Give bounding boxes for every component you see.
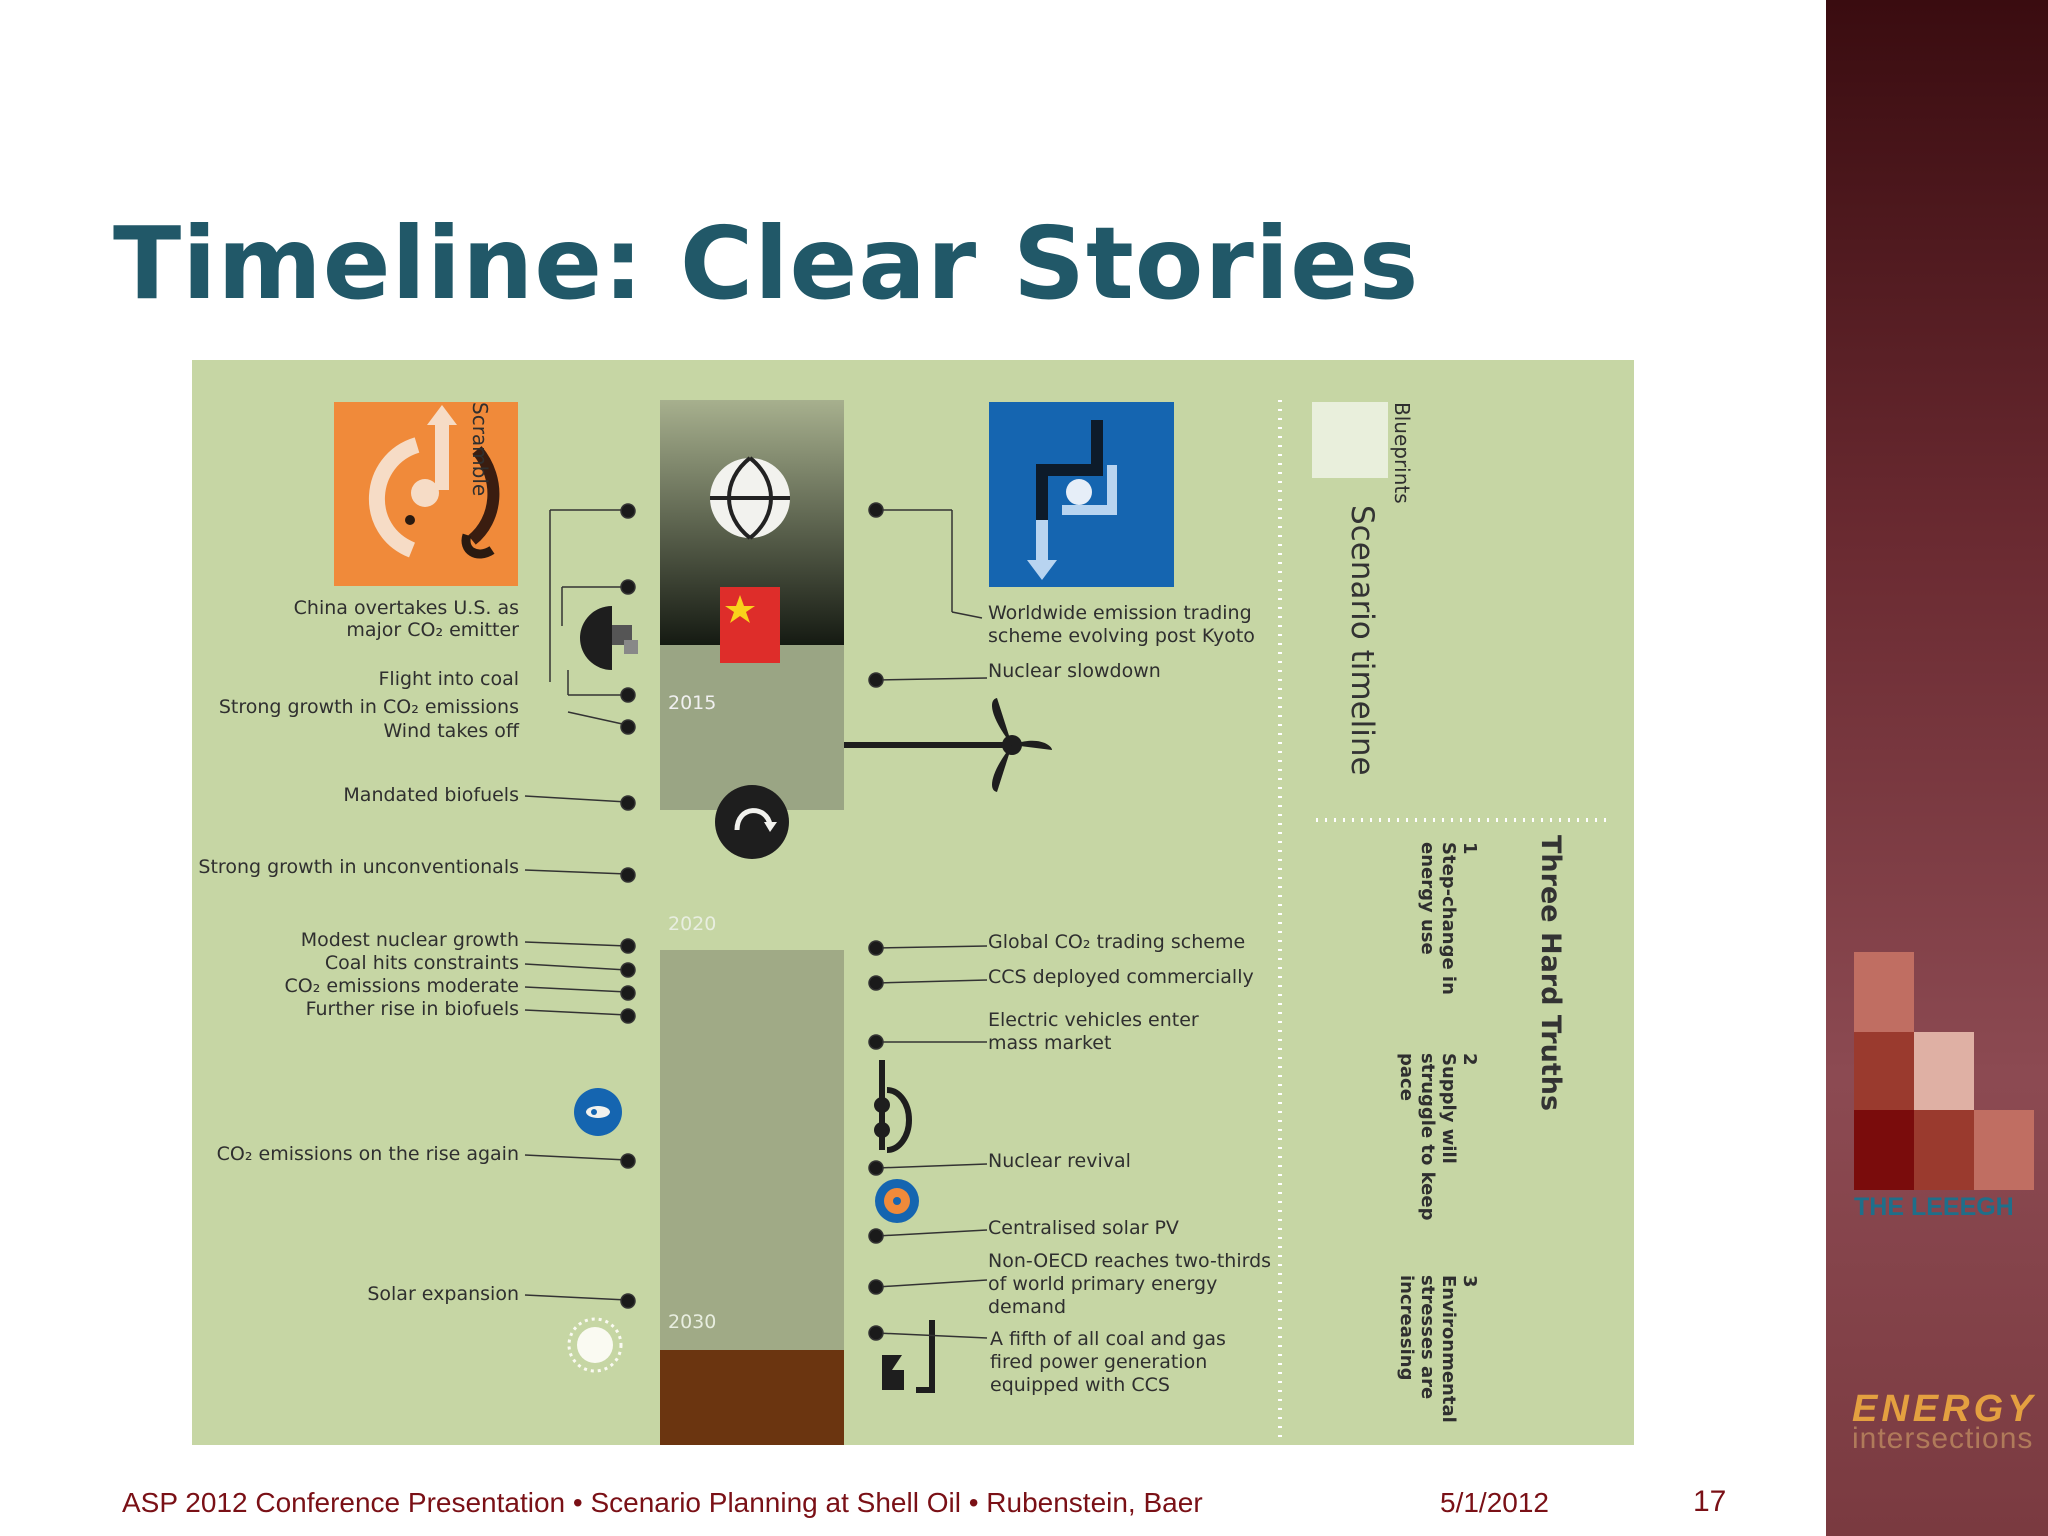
blueprints-connectors [868,502,988,1341]
hard-truth-item: 1 Step-change in energy use [1417,842,1480,995]
timeline-bar [660,400,844,1445]
brand-logo-text: THE LEEEGH [1854,1193,2014,1221]
wind-turbine-icon [844,698,1052,792]
china-flag-icon [720,587,780,663]
logo-square [1914,1032,1974,1112]
scramble-event: CO₂ emissions on the rise again [216,1143,519,1165]
sidebar-decoration [1826,0,2048,1536]
blueprints-event: Centralised solar PV [988,1217,1179,1239]
scramble-event: Strong growth in unconventionals [198,856,519,878]
logo-square [1854,1110,1914,1190]
blueprints-event: Electric vehicles enter [988,1009,1199,1031]
hard-truth-item: 3 Environmental stresses are increasing [1396,1275,1480,1423]
sun-icon [567,1317,623,1373]
biofuel-icon [715,785,789,859]
blueprints-icon [989,402,1174,587]
logo-square [1854,952,1914,1032]
scramble-event: Mandated biofuels [343,784,519,806]
blueprints-event: fired power generation [990,1351,1208,1373]
map-icon [1312,402,1388,478]
scenario-timeline-title: Scenario timeline [1344,505,1380,776]
nuclear-icon [875,1179,919,1223]
scramble-event: Coal hits constraints [324,952,519,974]
year-label: 2030 [668,1311,717,1333]
scenario-timeline-diagram: Scramble Blueprints Scenario timeline 20… [192,360,1634,1445]
ccs-icon [882,1320,935,1393]
scramble-connectors [524,503,636,1309]
scramble-icon [334,402,518,586]
scramble-event: China overtakes U.S. as [293,597,519,619]
logo-square [1914,1110,1974,1190]
blueprints-event: Global CO₂ trading scheme [988,931,1246,953]
blueprints-event: of world primary energy [988,1273,1218,1295]
slide-title: Timeline: Clear Stories [113,205,1420,322]
scramble-event: Solar expansion [367,1283,519,1305]
scramble-event: Modest nuclear growth [300,929,519,951]
blueprints-event: Non-OECD reaches two-thirds [988,1250,1272,1272]
scramble-label: Scramble [468,402,492,497]
blueprints-event: Worldwide emission trading [988,602,1252,624]
scramble-event: major CO₂ emitter [346,619,519,641]
year-label: 2020 [668,913,717,935]
scramble-event: CO₂ emissions moderate [284,975,519,997]
footer-text: ASP 2012 Conference Presentation • Scena… [122,1487,1203,1518]
energy-logo-word: ENERGY [1852,1388,2037,1430]
globe-icon [710,456,790,540]
blueprints-label: Blueprints [1390,402,1414,504]
scramble-event: Strong growth in CO₂ emissions [218,696,519,718]
scramble-event: Wind takes off [383,720,519,742]
blueprints-event: Nuclear revival [988,1150,1131,1172]
hard-truths-title: Three Hard Truths [1535,835,1566,1112]
blueprints-event: scheme evolving post Kyoto [988,625,1255,647]
blueprints-event: A fifth of all coal and gas [990,1328,1226,1350]
blueprints-event: mass market [988,1032,1112,1054]
energy-logo-subtitle: intersections [1852,1422,2034,1455]
hard-truth-item: 2 Supply will struggle to keep pace [1396,1053,1480,1221]
scramble-event: Flight into coal [378,668,519,690]
coal-icon [580,606,638,670]
footer-date: 5/1/2012 [1440,1487,1549,1518]
blueprints-event: demand [988,1296,1067,1318]
car-icon [574,1088,622,1136]
blueprints-event: CCS deployed commercially [988,966,1254,988]
logo-square [1854,1032,1914,1112]
scramble-event: Further rise in biofuels [305,998,519,1020]
electric-vehicle-icon [874,1060,912,1153]
year-label: 2015 [668,692,717,714]
blueprints-event: equipped with CCS [990,1374,1170,1396]
page-number: 17 [1693,1485,1727,1518]
blueprints-event: Nuclear slowdown [988,660,1161,682]
logo-square [1974,1110,2034,1190]
